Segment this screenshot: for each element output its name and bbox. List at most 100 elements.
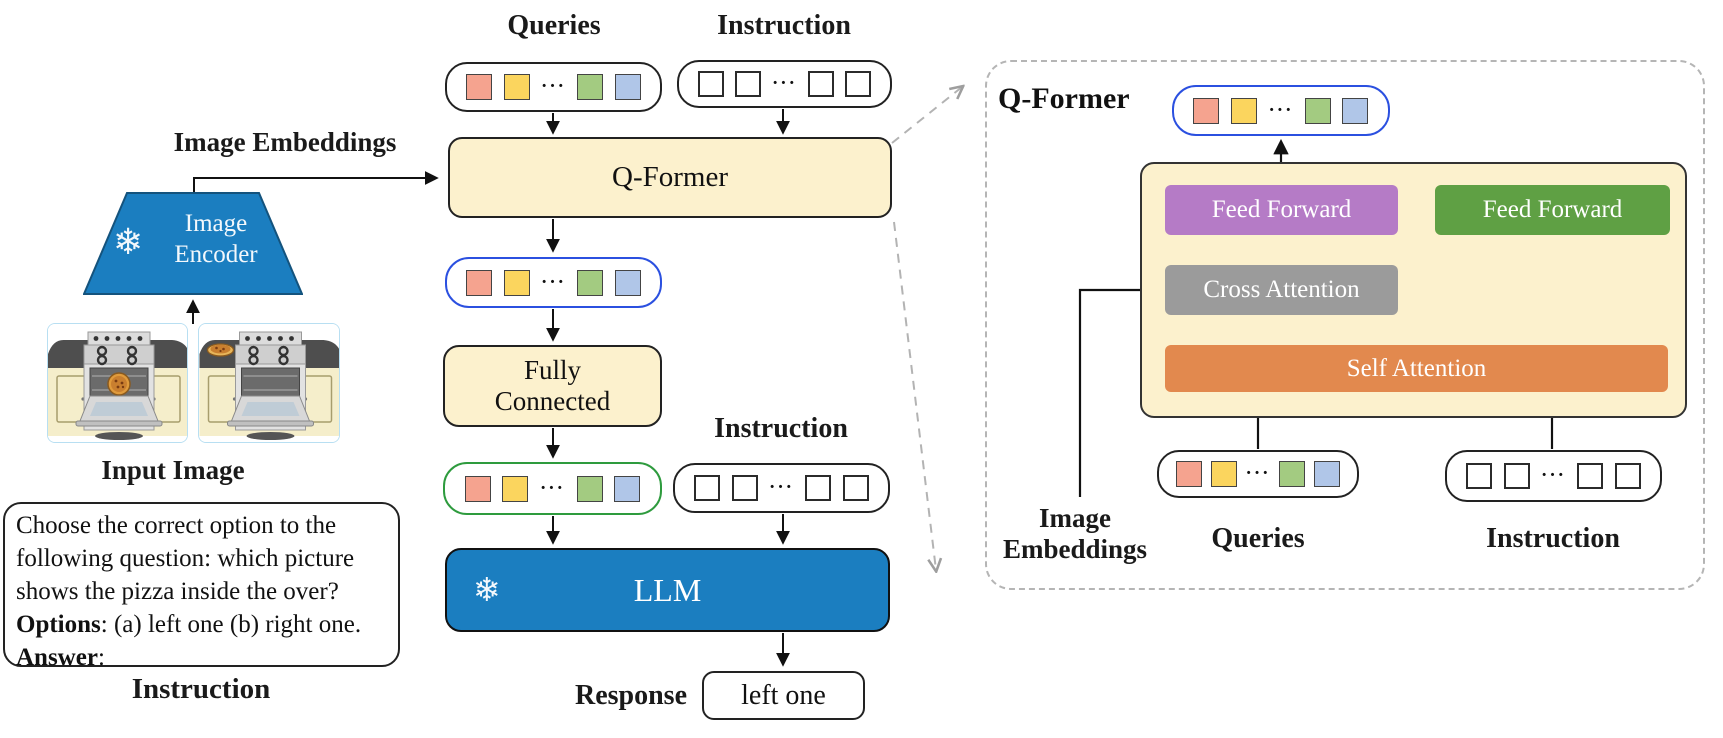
image-encoder-line2: Encoder xyxy=(174,241,258,268)
text-token xyxy=(734,71,761,97)
query-token xyxy=(503,74,530,100)
query-token xyxy=(614,269,641,296)
panel-image-embeddings-label: Image Embeddings xyxy=(975,503,1175,565)
instruction-token-row-top: ··· xyxy=(677,60,892,108)
fully-connected-line1: Fully xyxy=(523,355,582,385)
queries-label-top: Queries xyxy=(507,10,601,41)
text-token xyxy=(694,475,721,501)
image-embeddings-label: Image Embeddings xyxy=(173,127,397,157)
ellipsis-dots: ··· xyxy=(1245,463,1271,484)
fully-connected-box: Fully Connected xyxy=(443,345,662,427)
instruction-prompt-box: Choose the correct option to the followi… xyxy=(3,502,400,671)
text-token xyxy=(1466,463,1493,489)
self-attention-label: Self Attention xyxy=(1346,354,1487,382)
panel-queries-label: Queries xyxy=(1211,523,1305,554)
ellipsis-dots: ··· xyxy=(1268,99,1294,121)
panel-image-embeddings-line2: Embeddings xyxy=(1002,534,1148,564)
ellipsis-dots: ··· xyxy=(771,73,797,94)
snowflake-icon: ❄ xyxy=(473,573,501,609)
qformer-box: Q-Former xyxy=(448,137,892,218)
oven-pizza-inside-illustration xyxy=(48,324,187,442)
feed-forward-right-box: Feed Forward xyxy=(1435,185,1670,235)
panel-query-output-row: ··· xyxy=(1172,85,1390,136)
text-token xyxy=(1503,463,1530,489)
text-token xyxy=(844,71,871,97)
query-token xyxy=(1193,97,1220,124)
ellipsis-dots: ··· xyxy=(1540,465,1566,486)
response-box: left one xyxy=(702,671,865,720)
input-image-label: Input Image xyxy=(101,455,245,485)
ellipsis-dots: ··· xyxy=(539,477,565,499)
projected-query-row: ··· xyxy=(443,462,662,515)
prompt-line-2: following question: which picture xyxy=(16,545,355,572)
llm-label: LLM xyxy=(633,571,702,608)
instruction-caption: Instruction xyxy=(131,673,271,705)
query-token xyxy=(1342,97,1369,124)
query-token xyxy=(466,74,493,100)
qformer-label: Q-Former xyxy=(612,161,728,193)
feed-forward-left-box: Feed Forward xyxy=(1165,185,1398,235)
feed-forward-left-label: Feed Forward xyxy=(1211,196,1352,223)
image-encoder-block: ❄ Image Encoder xyxy=(82,192,304,295)
ellipsis-dots: ··· xyxy=(540,76,566,97)
fully-connected-line2: Connected xyxy=(494,386,611,416)
text-token xyxy=(842,475,869,501)
panel-image-embeddings-line1: Image xyxy=(1039,503,1111,533)
response-value: left one xyxy=(741,679,826,711)
qformer-detail-panel xyxy=(985,60,1705,590)
feed-forward-right-label: Feed Forward xyxy=(1482,196,1623,223)
llm-box: ❄ LLM xyxy=(445,548,890,632)
input-image-left xyxy=(47,323,188,443)
prompt-line-1: Choose the correct option to the xyxy=(16,512,337,539)
text-token xyxy=(805,475,832,501)
ellipsis-dots: ··· xyxy=(768,477,794,498)
instruction-token-row-mid: ··· xyxy=(673,463,890,513)
prompt-line-options: Options: (a) left one (b) right one. xyxy=(16,608,398,641)
cross-attention-box: Cross Attention xyxy=(1165,265,1398,315)
cross-attention-label: Cross Attention xyxy=(1203,276,1360,303)
query-token xyxy=(503,269,530,296)
input-image-right xyxy=(198,323,340,443)
options-rest: : (a) left one (b) right one. xyxy=(100,611,362,638)
image-encoder-line1: Image xyxy=(184,210,248,237)
prompt-line-3: shows the pizza inside the over? xyxy=(16,578,339,605)
text-token xyxy=(731,475,758,501)
instruction-label-mid: Instruction xyxy=(714,413,848,444)
query-token xyxy=(576,475,603,502)
panel-queries-token-row: ··· xyxy=(1157,450,1359,498)
query-token xyxy=(577,74,604,100)
text-token xyxy=(807,71,834,97)
text-token xyxy=(1577,463,1604,489)
query-token xyxy=(502,475,529,502)
query-token xyxy=(1279,461,1306,487)
query-token xyxy=(1230,97,1257,124)
qformer-detail-title: Q-Former xyxy=(998,82,1130,115)
options-bold: Options xyxy=(16,611,101,638)
answer-rest: : xyxy=(97,644,105,671)
response-label: Response xyxy=(574,680,687,711)
query-output-row: ··· xyxy=(445,257,662,308)
panel-instruction-token-row: ··· xyxy=(1445,450,1662,502)
image-encoder-label: Image Encoder xyxy=(161,208,271,270)
text-token xyxy=(697,71,724,97)
instruction-label-top: Instruction xyxy=(717,10,851,41)
query-token xyxy=(1210,461,1237,487)
ellipsis-dots: ··· xyxy=(540,271,566,293)
query-token xyxy=(464,475,491,502)
snowflake-icon: ❄ xyxy=(113,222,144,262)
self-attention-box: Self Attention xyxy=(1165,345,1668,392)
text-token xyxy=(1614,463,1641,489)
query-token xyxy=(577,269,604,296)
oven-pizza-on-counter-illustration xyxy=(199,324,339,442)
queries-token-row-top: ··· xyxy=(445,62,662,112)
image-encoder-trapezoid xyxy=(82,192,304,295)
query-token xyxy=(1314,461,1341,487)
query-token xyxy=(466,269,493,296)
query-token xyxy=(614,475,641,502)
query-token xyxy=(1304,97,1331,124)
query-token xyxy=(614,74,641,100)
answer-bold: Answer xyxy=(16,644,98,671)
panel-instruction-label: Instruction xyxy=(1486,523,1620,554)
query-token xyxy=(1175,461,1202,487)
